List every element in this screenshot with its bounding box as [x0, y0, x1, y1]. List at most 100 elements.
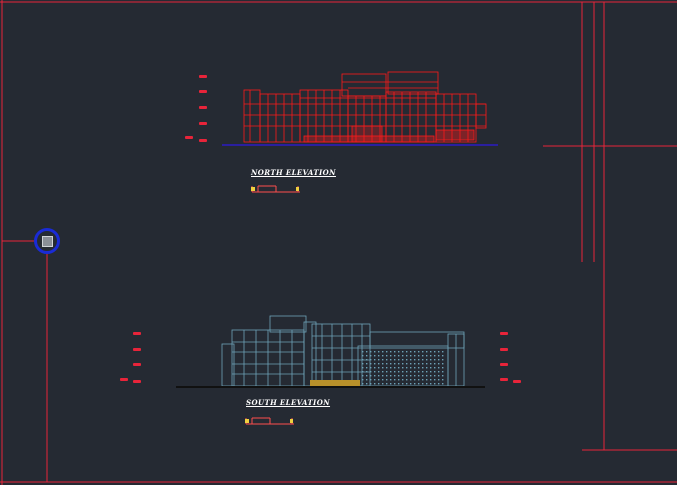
facade-dot [422, 363, 424, 365]
facade-dot [414, 371, 416, 373]
facade-dot [382, 371, 384, 373]
facade-dot [394, 359, 396, 361]
facade-dot [390, 371, 392, 373]
facade-dot [422, 383, 424, 385]
facade-dot [382, 379, 384, 381]
facade-dot [370, 359, 372, 361]
facade-dot [414, 355, 416, 357]
facade-dot [362, 371, 364, 373]
facade-dot [398, 383, 400, 385]
facade-dot [382, 359, 384, 361]
south-level-marker [120, 378, 128, 381]
facade-dot [366, 363, 368, 365]
north-elevation-title: NORTH ELEVATION [251, 168, 336, 177]
facade-dot [422, 371, 424, 373]
facade-dot [366, 359, 368, 361]
facade-dot [402, 379, 404, 381]
facade-dot [398, 351, 400, 353]
north-scale-marker-end [296, 187, 299, 191]
facade-dot [438, 359, 440, 361]
facade-dot [442, 363, 444, 365]
facade-dot [434, 371, 436, 373]
facade-dot [434, 355, 436, 357]
facade-dot [410, 379, 412, 381]
facade-dot [386, 371, 388, 373]
facade-dot [382, 355, 384, 357]
facade-dot [438, 375, 440, 377]
facade-dot [434, 363, 436, 365]
facade-dot [426, 383, 428, 385]
facade-dot [406, 371, 408, 373]
facade-dot [434, 379, 436, 381]
facade-dot [438, 363, 440, 365]
facade-dot [406, 359, 408, 361]
facade-dot [438, 371, 440, 373]
facade-dot [398, 359, 400, 361]
north-level-marker [199, 106, 207, 109]
facade-dot [366, 355, 368, 357]
facade-dot [426, 355, 428, 357]
facade-dot [442, 359, 444, 361]
facade-dot [418, 363, 420, 365]
north-level-marker [199, 139, 207, 142]
facade-dot [410, 351, 412, 353]
south-level-marker [133, 332, 141, 335]
facade-dot [442, 375, 444, 377]
facade-dot [386, 363, 388, 365]
facade-dot [406, 367, 408, 369]
facade-dot [394, 363, 396, 365]
facade-dot [362, 383, 364, 385]
south-scale-bar [245, 417, 294, 425]
facade-dot [418, 367, 420, 369]
facade-dot [402, 371, 404, 373]
facade-dot [438, 379, 440, 381]
viewport-grip-icon[interactable] [34, 228, 60, 254]
facade-dot [390, 355, 392, 357]
facade-dot [430, 351, 432, 353]
facade-dot [390, 383, 392, 385]
facade-dot [418, 355, 420, 357]
facade-dot [386, 375, 388, 377]
facade-dot [402, 359, 404, 361]
facade-dot [422, 367, 424, 369]
facade-dot [414, 383, 416, 385]
facade-dot [374, 363, 376, 365]
facade-dot [390, 367, 392, 369]
facade-dot [422, 359, 424, 361]
facade-dot [418, 371, 420, 373]
facade-dot [414, 379, 416, 381]
facade-dot [394, 367, 396, 369]
facade-dot [414, 351, 416, 353]
facade-dot [438, 383, 440, 385]
south-level-marker-right [513, 380, 521, 383]
south-level-marker [133, 380, 141, 383]
facade-dot [426, 367, 428, 369]
facade-dot [430, 379, 432, 381]
facade-dot [374, 359, 376, 361]
facade-dot [398, 355, 400, 357]
facade-dot [430, 367, 432, 369]
grip-square [41, 235, 53, 247]
facade-dot [406, 355, 408, 357]
facade-dot [374, 379, 376, 381]
facade-dot [410, 363, 412, 365]
facade-dot [406, 375, 408, 377]
facade-dot [366, 379, 368, 381]
facade-dot [414, 363, 416, 365]
facade-dot [370, 355, 372, 357]
facade-dot [430, 359, 432, 361]
facade-dot [418, 351, 420, 353]
facade-dot [398, 363, 400, 365]
facade-dot [390, 379, 392, 381]
facade-dot [370, 351, 372, 353]
facade-dot [398, 371, 400, 373]
facade-dot [374, 383, 376, 385]
facade-dot [390, 359, 392, 361]
facade-dot [430, 371, 432, 373]
facade-dot [406, 383, 408, 385]
facade-dot [438, 351, 440, 353]
facade-dot [382, 351, 384, 353]
north-elevation-drawing [243, 71, 487, 143]
south-facade-grid [362, 351, 444, 385]
